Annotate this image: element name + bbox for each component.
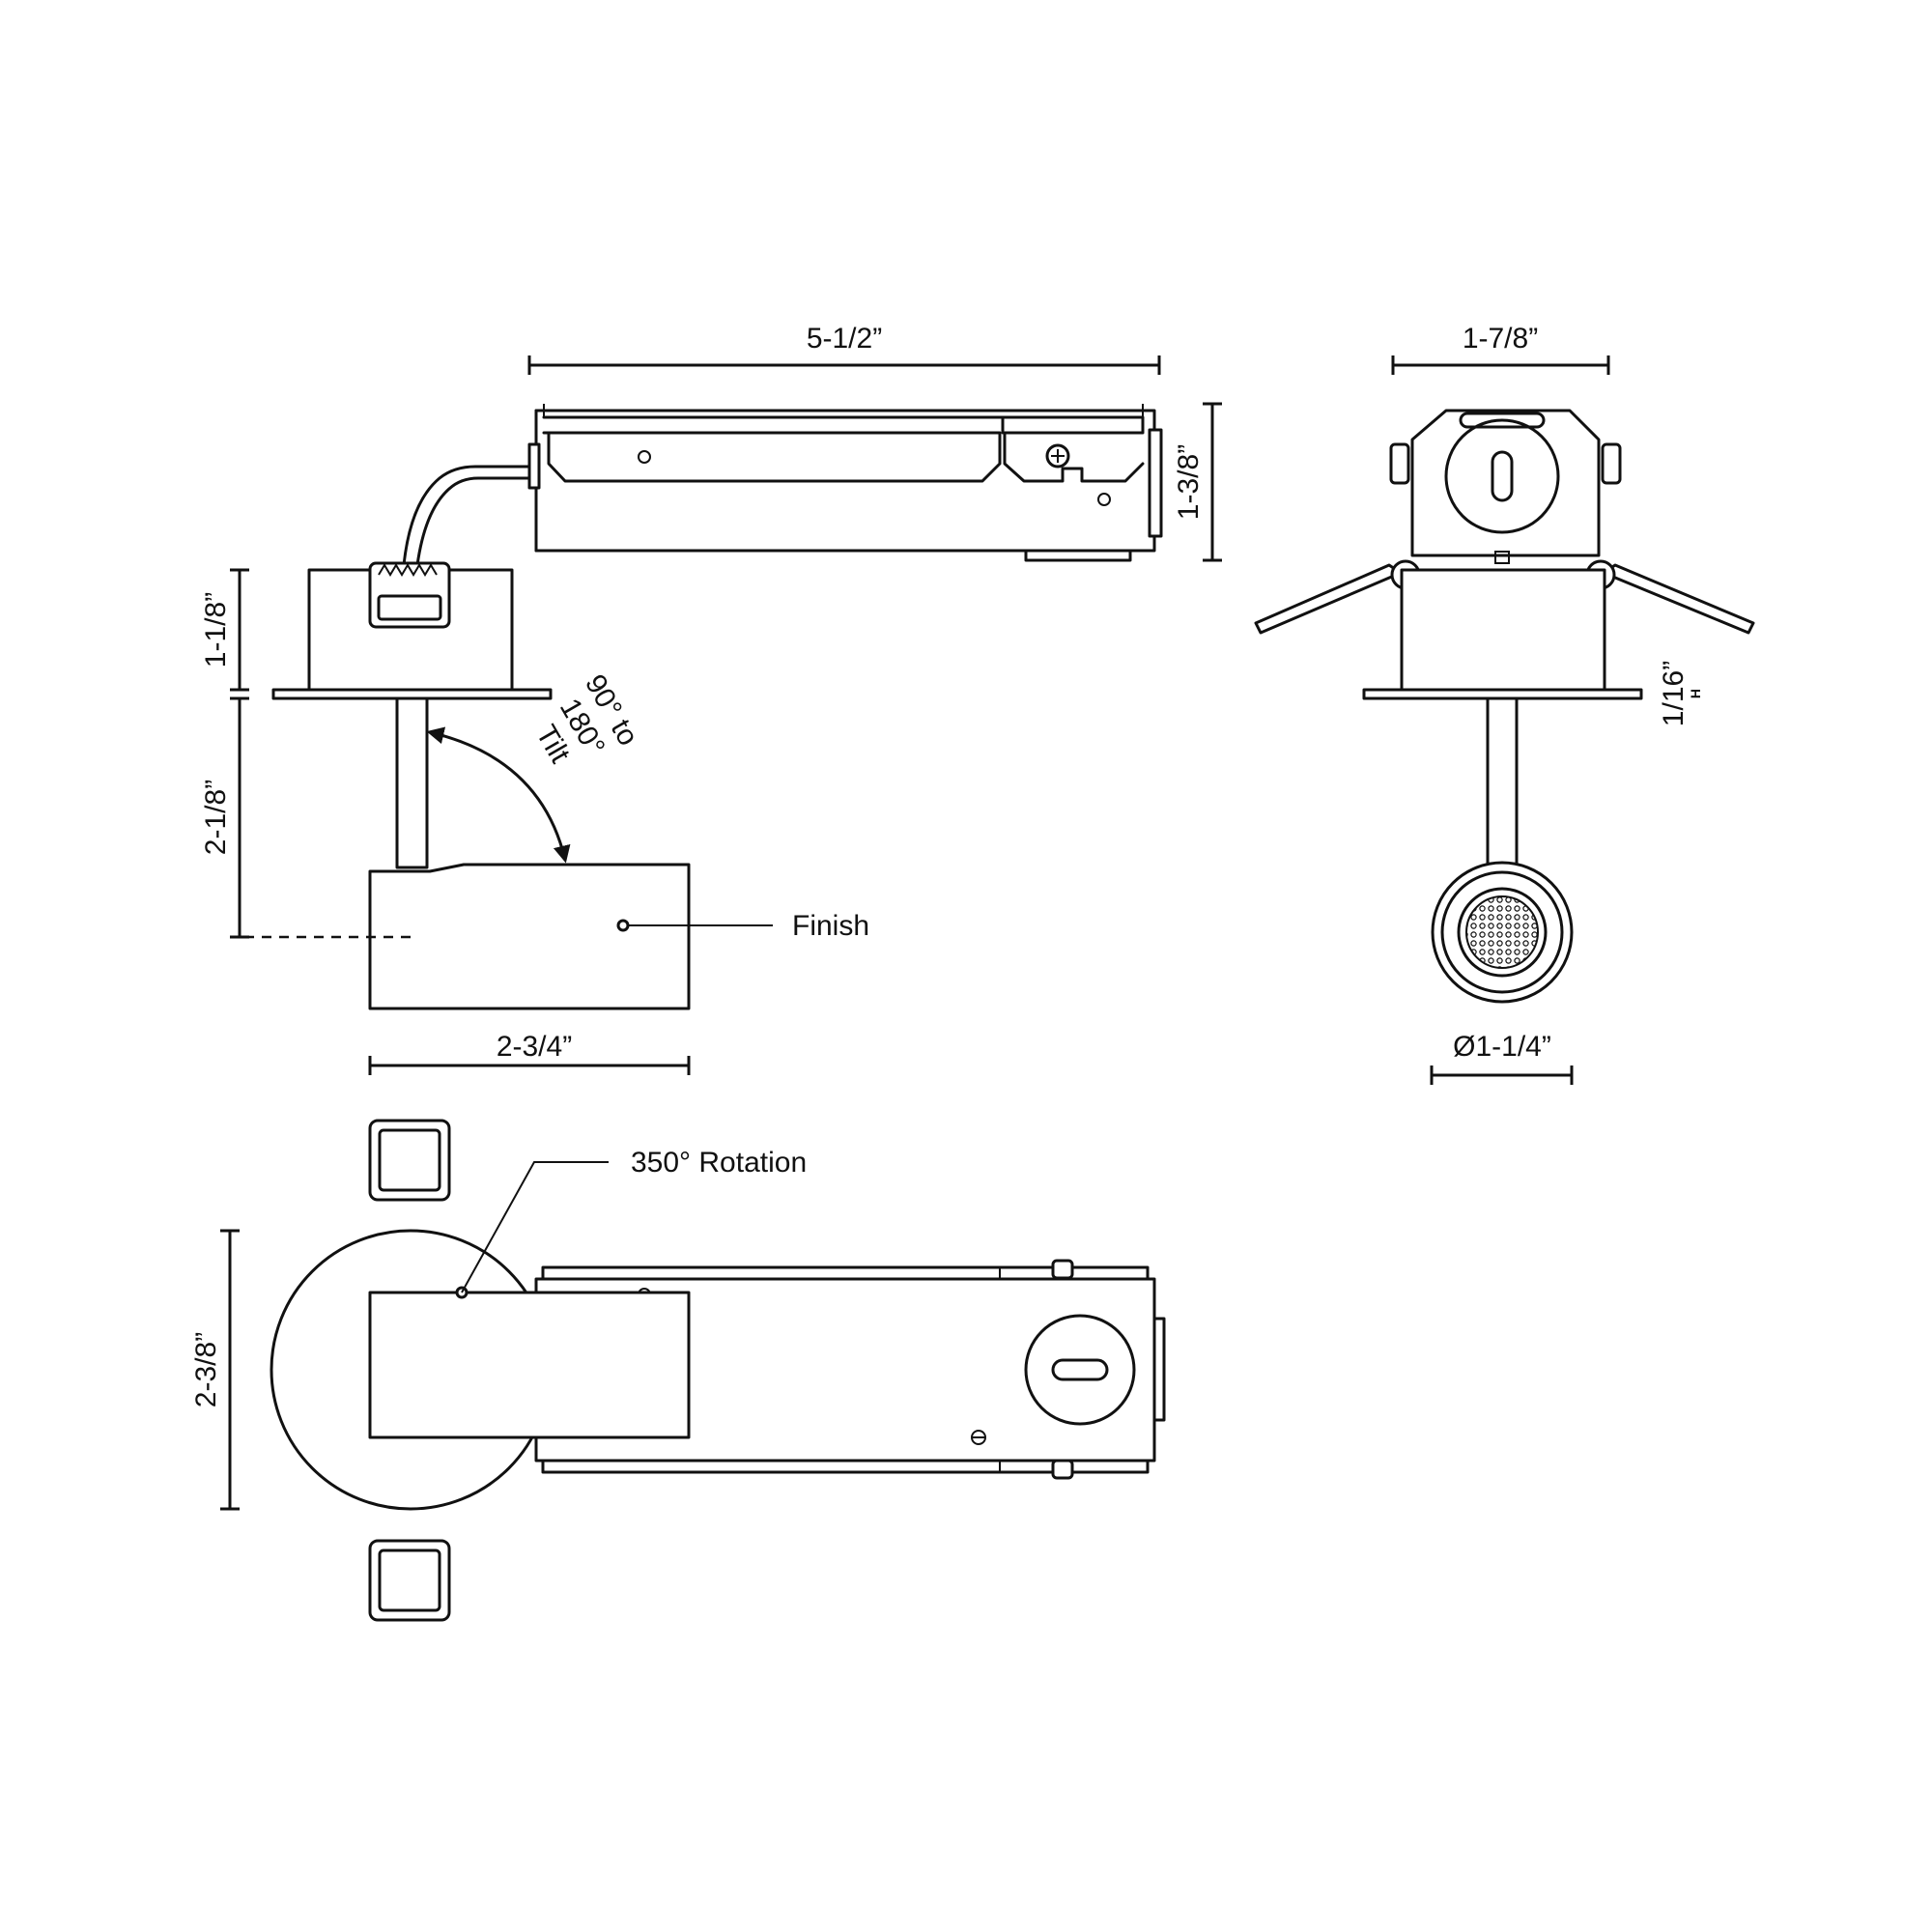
junction-box-side [527,404,1163,562]
dim-flange-thickness: 1/16” H [1658,661,1703,726]
knockout-icon [1024,1314,1136,1426]
dim-flange-thickness-suffix: H [1688,689,1703,698]
spring-clip-right [1602,563,1755,635]
dim-housing-length-text: 5-1/2” [807,323,882,355]
conduit [402,465,531,567]
dim-housing-height-text: 1-3/8” [1173,444,1205,520]
spring-clip-left [1254,563,1403,635]
plan-view: 350° Rotation [270,1119,1166,1622]
lamp-head-plan [368,1291,691,1439]
dim-housing-length: 5-1/2” [527,323,1161,375]
honeycomb-lens [1465,895,1539,969]
tilt-arrow [426,726,571,864]
dim-plan-width: 2-3/8” [190,1229,240,1511]
rotation-leader [461,1161,609,1293]
connector-bottom [368,1539,451,1622]
connector [368,561,451,629]
dim-aperture-diameter: Ø1-1/4” [1430,1031,1574,1085]
dim-head-length-text: 2-3/4” [497,1031,572,1063]
dim-housing-height: 1-3/8” [1173,402,1222,562]
finish-label: Finish [792,910,869,942]
rivet-icon [638,450,651,464]
lamp-head [368,863,691,1010]
junction-box-end [1410,409,1601,557]
dim-flange-thickness-text: 1/16” [1658,661,1690,726]
rivet-icon [1097,493,1111,506]
end-view [1254,409,1755,1004]
trim-can-end [1400,568,1606,692]
dim-trim-height: 1-1/8” [200,568,249,692]
knockout-icon [1444,418,1560,534]
dim-drop-length-text: 2-1/8” [200,780,232,855]
dim-end-width-text: 1-7/8” [1463,323,1538,355]
screw-icon [1045,443,1070,469]
dim-drop-length: 2-1/8” [200,696,249,939]
side-view: 90° to 180° Tilt Finish [244,404,1163,1010]
connector-top [368,1119,451,1202]
dim-trim-height-text: 1-1/8” [200,592,232,668]
stem [395,696,429,869]
rotation-label: 350° Rotation [631,1147,807,1179]
dim-head-length: 2-3/4” [368,1031,691,1075]
dim-aperture-diameter-text: Ø1-1/4” [1453,1031,1551,1063]
dim-plan-width-text: 2-3/8” [190,1332,222,1407]
dim-end-width: 1-7/8” [1391,323,1610,375]
